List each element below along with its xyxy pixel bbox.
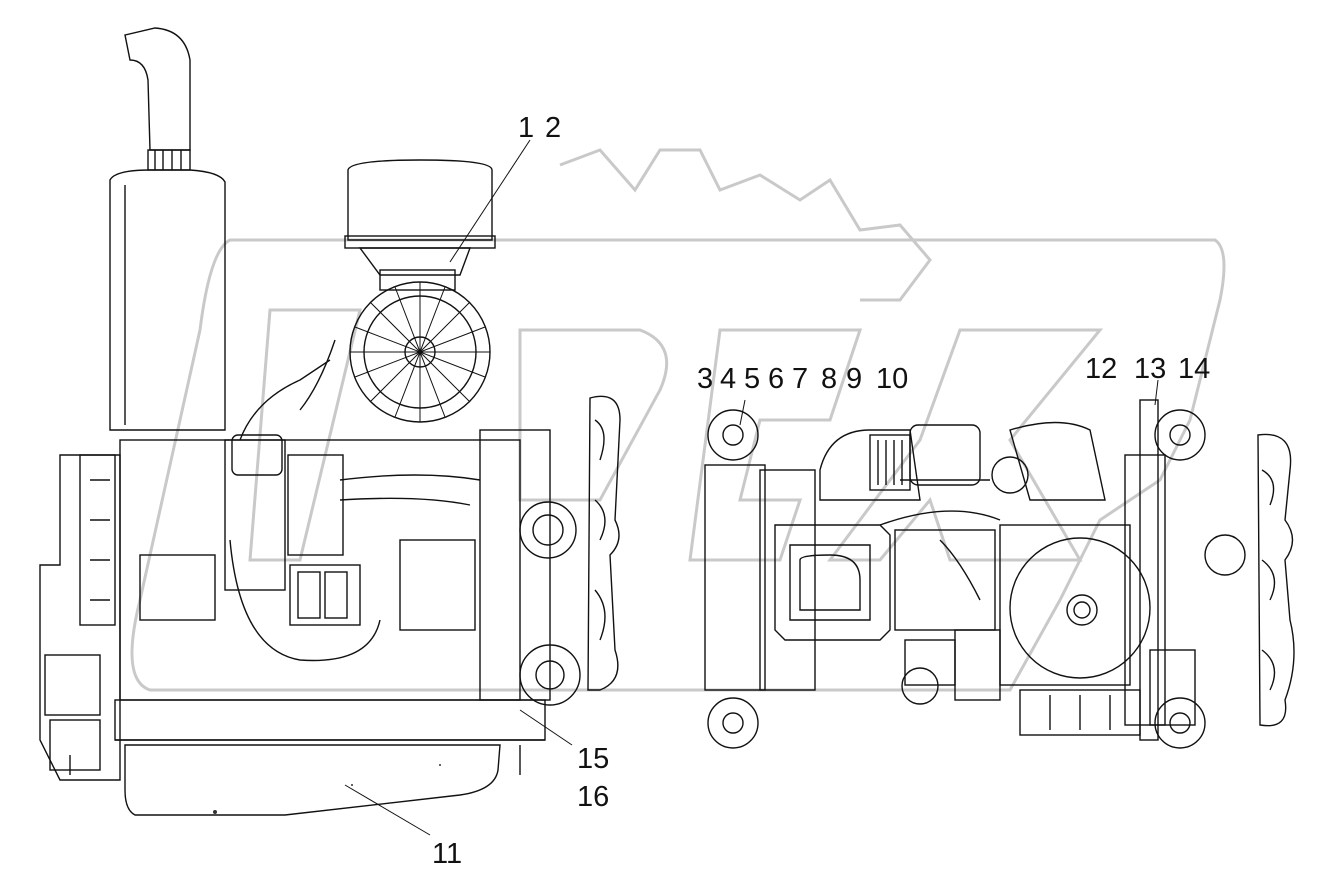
air-cleaner — [344, 159, 496, 423]
callout-4: 4 — [720, 363, 737, 395]
callout-9: 9 — [846, 363, 863, 395]
callout-8: 8 — [821, 363, 838, 395]
callout-7: 7 — [792, 363, 809, 395]
callout-3: 3 — [697, 363, 714, 395]
callout-11: 11 — [432, 838, 463, 870]
top-view-engine — [704, 379, 1295, 749]
callout-1: 1 — [518, 112, 535, 144]
fuel-filter — [224, 439, 286, 591]
exhaust-pipe — [109, 27, 226, 431]
callout-14: 14 — [1178, 353, 1211, 385]
callout-16: 16 — [577, 781, 610, 813]
callout-10: 10 — [876, 363, 909, 395]
callout-6: 6 — [768, 363, 785, 395]
watermark-logo — [130, 148, 1226, 692]
callout-12: 12 — [1085, 353, 1118, 385]
cooling-fan-left — [587, 395, 621, 691]
callout-5: 5 — [744, 363, 761, 395]
side-view-engine — [39, 27, 621, 836]
callout-2: 2 — [545, 112, 562, 144]
oil-filter — [287, 454, 344, 556]
callout-13: 13 — [1134, 353, 1167, 385]
callout-15: 15 — [577, 743, 610, 775]
image-specks — [213, 764, 441, 814]
